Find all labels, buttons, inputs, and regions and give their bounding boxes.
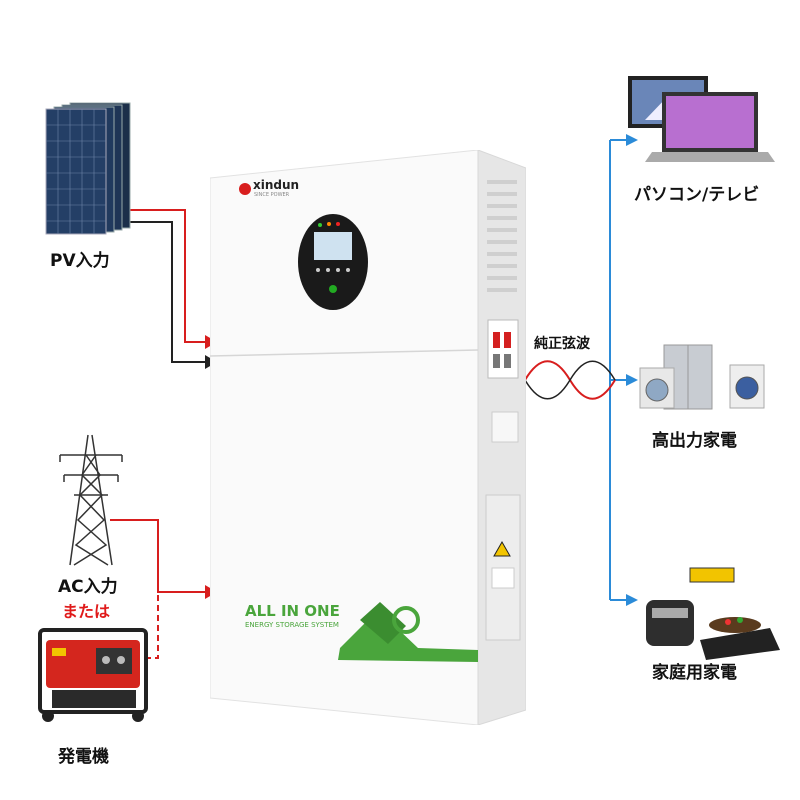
output-arrow-appliance (626, 374, 638, 386)
output-arrow-pc (626, 134, 638, 146)
generator-label: 発電機 (58, 747, 109, 767)
pv-positive-line (130, 209, 205, 343)
all-in-one-text: ALL IN ONE (245, 602, 340, 620)
generator-line (145, 592, 159, 659)
sine-wave-black (524, 360, 616, 400)
all-in-one-unit: xindun SINCE POWER ALL IN ONE ENERGY STO… (210, 150, 526, 725)
energy-storage-text: ENERGY STORAGE SYSTEM (245, 621, 339, 629)
unit-body (210, 150, 526, 725)
pv-input-label: PV入力 (50, 251, 110, 271)
brand-name: xindun (253, 178, 300, 192)
ac-input-label: AC入力 (58, 577, 118, 597)
brand-subtitle: SINCE POWER (254, 192, 290, 198)
output-label-pc-tv: パソコン/テレビ (634, 185, 760, 205)
output-label-home: 家庭用家電 (652, 663, 737, 683)
or-label: または (62, 602, 111, 621)
output-label-high-power: 高出力家電 (652, 431, 737, 451)
pv-negative-line (130, 221, 205, 363)
pure-sine-wave-label: 純正弦波 (534, 336, 590, 352)
ac-input-line (110, 519, 205, 593)
output-arrow-home (626, 594, 638, 606)
